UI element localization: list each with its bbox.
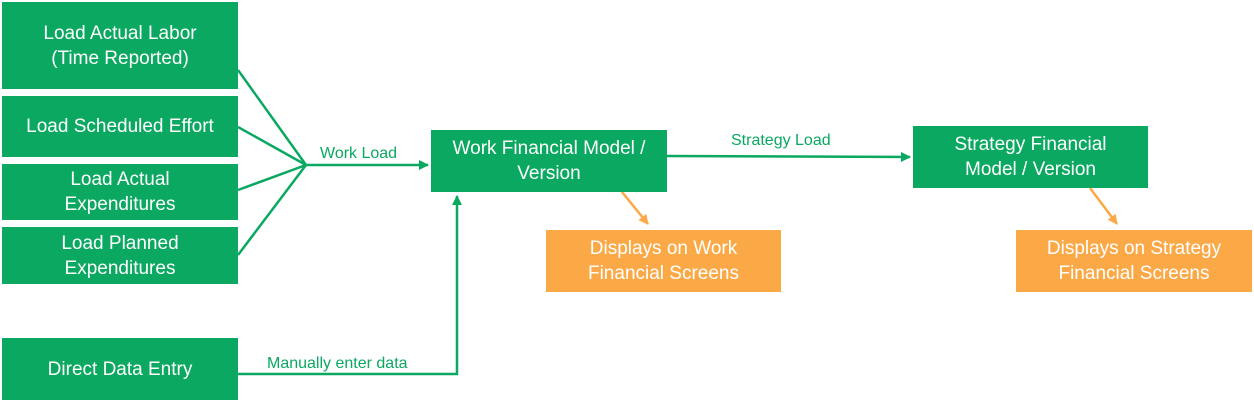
connector-labor	[236, 69, 308, 166]
strategy-financial-model-box: Strategy Financial Model / Version	[913, 126, 1148, 188]
load-planned-expenditures-label: Load Planned Expenditures	[61, 232, 179, 279]
work-displays-label: Displays on Work Financial Screens	[587, 238, 740, 284]
load-planned-expenditures-box: Load Planned Expenditures	[2, 227, 238, 284]
work-financial-model-label: Work Financial Model / Version	[452, 138, 646, 184]
manually-enter-data-label: Manually enter data	[267, 355, 408, 372]
load-actual-labor-label: Load Actual Labor (Time Reported)	[43, 22, 197, 69]
strategy-financial-model-label: Strategy Financial Model / Version	[954, 134, 1107, 180]
work-load-label: Work Load	[320, 145, 398, 162]
work-financial-model-box: Work Financial Model / Version	[431, 130, 667, 192]
connector-scheduled-effort	[237, 125, 307, 167]
load-scheduled-effort-label: Load Scheduled Effort	[26, 116, 214, 137]
load-actual-expenditures-box: Load Actual Expenditures	[2, 164, 238, 220]
work-displays-box: Displays on Work Financial Screens	[546, 230, 781, 292]
work-display-arrow	[621, 191, 649, 225]
direct-data-entry-label: Direct Data Entry	[47, 358, 193, 380]
direct-data-entry-box: Direct Data Entry	[2, 338, 238, 400]
connector-planned-expenditures	[237, 164, 307, 256]
load-actual-expenditures-label: Load Actual Expenditures	[64, 169, 176, 215]
load-actual-labor-box: Load Actual Labor (Time Reported)	[2, 2, 238, 89]
strategy-displays-label: Displays on Strategy Financial Screens	[1046, 238, 1222, 284]
strategy-load-arrow	[666, 151, 911, 162]
strategy-load-label: Strategy Load	[731, 132, 831, 149]
load-scheduled-effort-box: Load Scheduled Effort	[2, 96, 238, 157]
strategy-display-arrow	[1089, 187, 1118, 225]
strategy-displays-box: Displays on Strategy Financial Screens	[1016, 230, 1252, 292]
connector-actual-expenditures	[237, 163, 307, 192]
manual-entry-arrow	[238, 195, 462, 376]
